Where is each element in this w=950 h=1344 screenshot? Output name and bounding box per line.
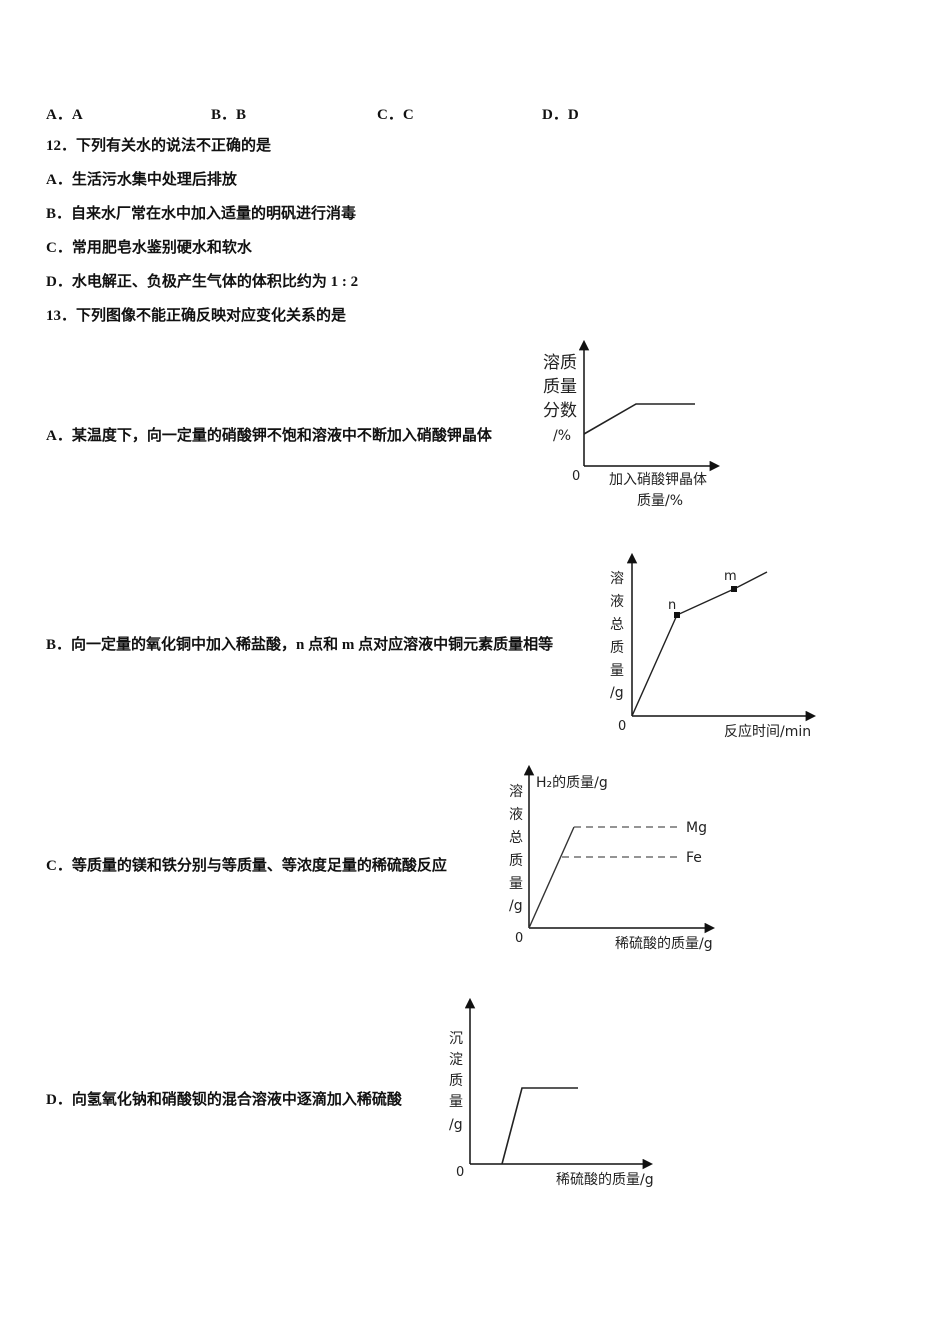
svg-text:总: 总 [610, 617, 624, 633]
chart-b-ylabel: 溶 液 总 质 量 /g [610, 571, 624, 701]
chart-d-line [501, 1087, 578, 1165]
svg-text:/g: /g [610, 685, 624, 701]
svg-text:淀: 淀 [449, 1052, 463, 1068]
chart-d-xlabel: 稀硫酸的质量/g [556, 1172, 654, 1188]
q13-option-a[interactable]: A．某温度下，向一定量的硝酸钾不饱和溶液中不断加入硝酸钾晶体 [46, 428, 492, 444]
svg-text:/g: /g [449, 1117, 463, 1133]
chart-c-ylabel: 溶 液 总 质 量 /g [509, 784, 523, 914]
chart-c-label-fe: Fe [686, 850, 702, 866]
chart-a-xlabel: 加入硝酸钾晶体 [609, 472, 707, 488]
svg-text:总: 总 [509, 830, 523, 846]
q11-option-a[interactable]: A．A [46, 107, 83, 123]
chart-b-line [631, 571, 768, 717]
q11-option-c[interactable]: C．C [377, 107, 414, 123]
chart-d-ylabel: 沉 淀 质 量 /g [449, 1031, 463, 1133]
chart-b-label-m: m [724, 569, 737, 584]
svg-text:质: 质 [610, 640, 624, 656]
svg-text:溶: 溶 [509, 784, 523, 800]
chart-c-origin: 0 [515, 931, 523, 946]
q13-option-c[interactable]: C．等质量的镁和铁分别与等质量、等浓度足量的稀硫酸反应 [46, 858, 447, 874]
svg-text:液: 液 [509, 807, 523, 823]
chart-a: 溶质 质量 分数 /% 0 加入硝酸钾晶体 质量/% [543, 339, 721, 509]
svg-text:溶: 溶 [610, 571, 624, 587]
chart-a-origin: 0 [572, 469, 580, 484]
q12-stem: 12．下列有关水的说法不正确的是 [46, 138, 272, 154]
svg-text:分数: 分数 [543, 401, 577, 421]
q13-option-b[interactable]: B．向一定量的氧化铜中加入稀盐酸，n 点和 m 点对应溶液中铜元素质量相等 [46, 637, 554, 653]
svg-text:量: 量 [509, 876, 523, 892]
svg-text:沉: 沉 [449, 1031, 463, 1047]
chart-d: 沉 淀 质 量 /g 0 稀硫酸的质量/g [449, 997, 654, 1188]
svg-text:量: 量 [610, 663, 624, 679]
chart-a-line [583, 403, 695, 435]
svg-text:/%: /% [553, 428, 571, 444]
svg-text:质量: 质量 [543, 377, 577, 397]
chart-b-label-n: n [668, 598, 676, 613]
svg-text:/g: /g [509, 898, 523, 914]
chart-c-ylabel-top: H₂的质量/g [536, 775, 608, 791]
q13-stem: 13．下列图像不能正确反映对应变化关系的是 [46, 308, 347, 324]
svg-text:量: 量 [449, 1094, 463, 1110]
chart-b: n m 溶 液 总 质 量 /g 0 反应时间/min [610, 552, 817, 740]
chart-b-point-m [731, 586, 737, 592]
svg-text:质量/%: 质量/% [637, 493, 683, 509]
q12-option-a[interactable]: A．生活污水集中处理后排放 [46, 172, 237, 188]
q11-option-d[interactable]: D．D [542, 107, 579, 123]
svg-text:质: 质 [509, 853, 523, 869]
chart-a-ylabel: 溶质 [543, 353, 577, 373]
chart-c-xlabel: 稀硫酸的质量/g [615, 936, 713, 952]
q11-option-b[interactable]: B．B [211, 107, 247, 123]
q12-option-b[interactable]: B．自来水厂常在水中加入适量的明矾进行消毒 [46, 206, 357, 222]
q12-option-c[interactable]: C．常用肥皂水鉴别硬水和软水 [46, 240, 252, 256]
chart-c: H₂的质量/g Mg Fe 溶 液 总 质 量 /g 0 稀硫酸的质量/g [509, 764, 716, 952]
chart-b-point-n [674, 612, 680, 618]
chart-c-label-mg: Mg [686, 820, 707, 836]
svg-text:液: 液 [610, 594, 624, 610]
chart-b-xlabel: 反应时间/min [724, 723, 811, 740]
chart-d-origin: 0 [456, 1165, 464, 1180]
q13-option-d[interactable]: D．向氢氧化钠和硝酸钡的混合溶液中逐滴加入稀硫酸 [46, 1092, 402, 1108]
chart-b-origin: 0 [618, 719, 626, 734]
svg-text:质: 质 [449, 1073, 463, 1089]
q12-option-d[interactable]: D．水电解正、负极产生气体的体积比约为 1 : 2 [46, 274, 359, 290]
chart-c-line-mg [528, 826, 575, 929]
